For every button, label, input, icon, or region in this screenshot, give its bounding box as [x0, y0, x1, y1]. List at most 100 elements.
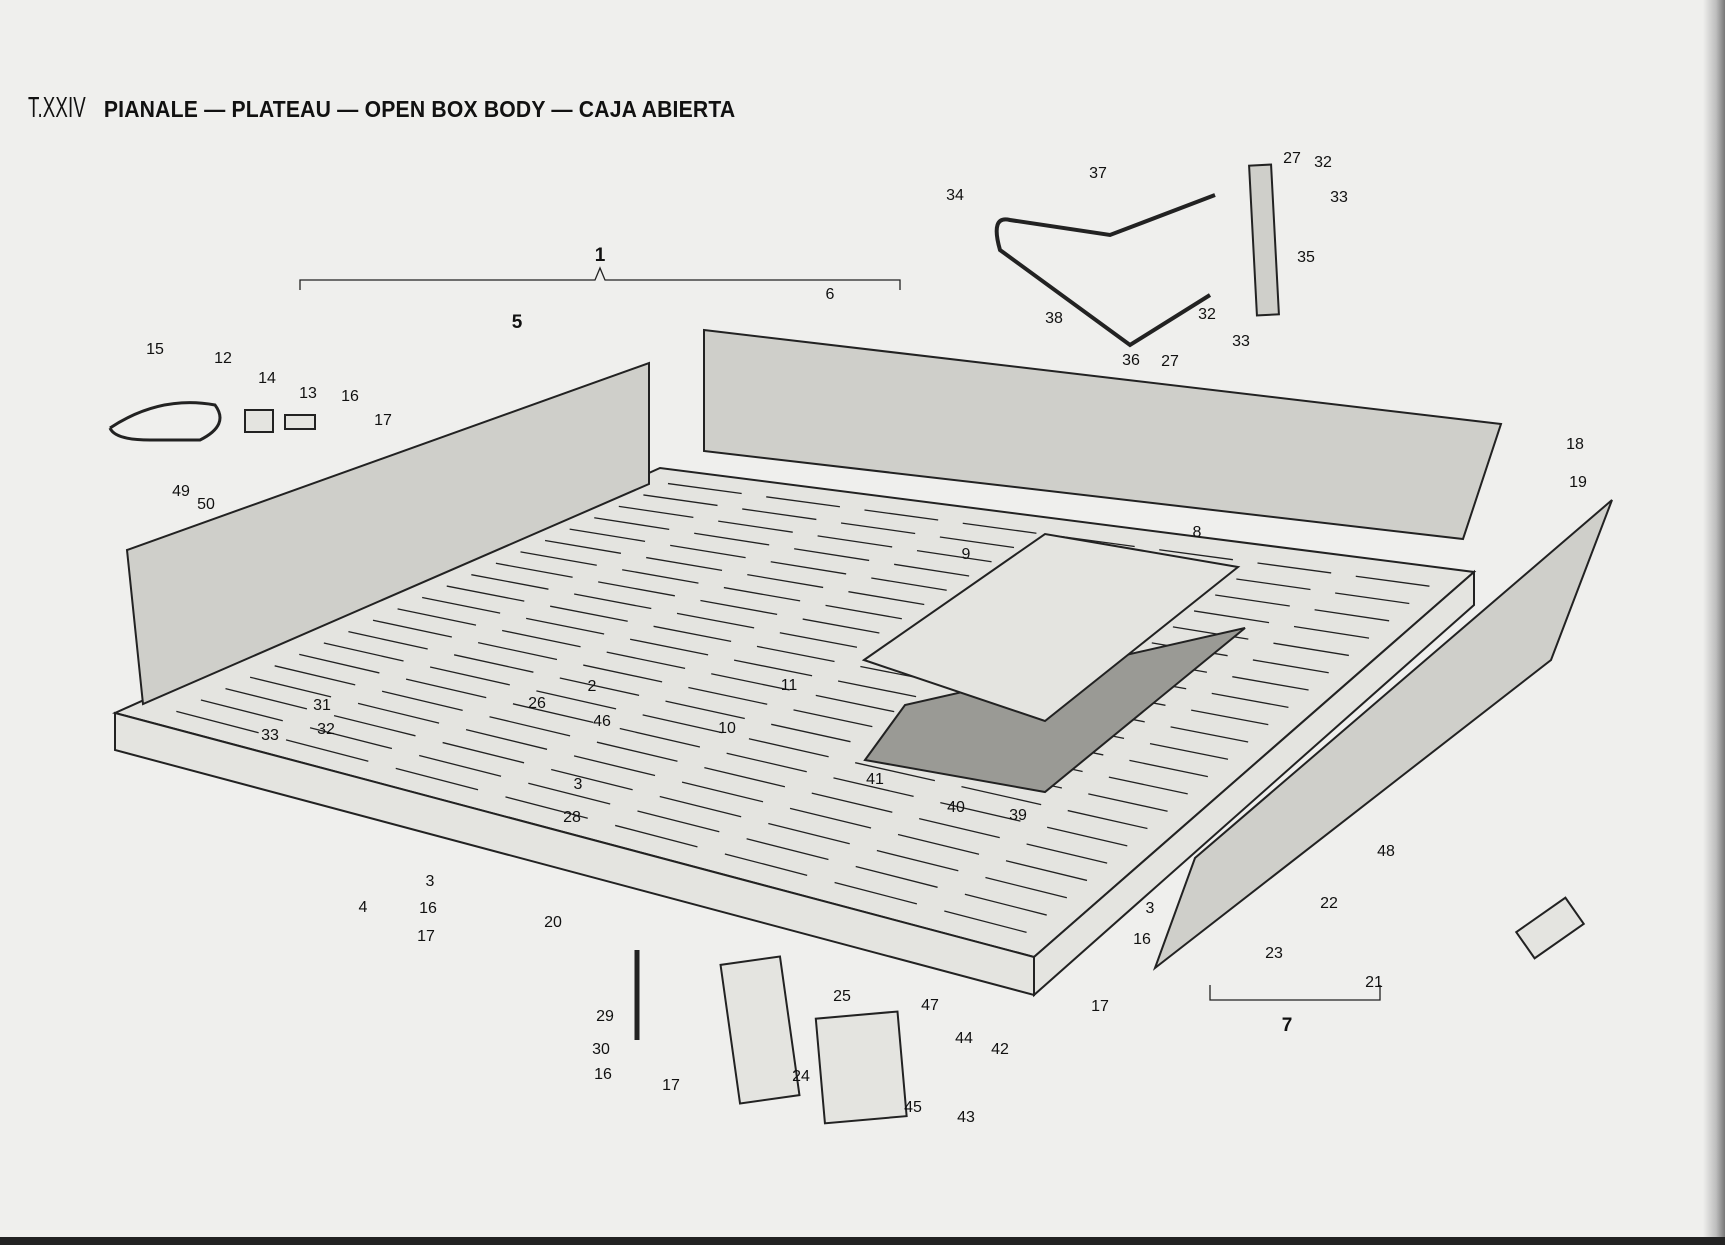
floor-slat	[637, 810, 720, 833]
floor-slat	[789, 807, 872, 829]
floor-right-edge	[1033, 569, 1475, 998]
callout-17: 17	[662, 1077, 680, 1094]
callout-4: 4	[359, 899, 368, 916]
floor-slat	[700, 599, 778, 616]
callout-48: 48	[1377, 843, 1395, 860]
page-edge-bottom	[0, 1237, 1725, 1245]
floor-slat	[550, 605, 628, 622]
callout-12: 12	[214, 350, 232, 367]
callout-1: 1	[595, 245, 606, 266]
callout-35: 35	[1297, 249, 1315, 266]
strip-35	[1248, 163, 1280, 317]
floor-slat	[802, 618, 880, 634]
floor-slat	[574, 593, 652, 610]
floor-slat	[453, 654, 534, 673]
callout-3: 3	[426, 873, 435, 890]
floor-slat	[768, 822, 850, 845]
floor-slat	[670, 544, 746, 559]
floor-slat	[766, 496, 841, 508]
callout-45: 45	[904, 1099, 922, 1116]
floor-slat	[1172, 626, 1249, 640]
floor-slat	[619, 727, 701, 748]
floor-slat	[442, 741, 525, 764]
floor-slat	[1211, 692, 1289, 708]
callout-39: 39	[1009, 807, 1027, 824]
callout-3: 3	[1146, 900, 1155, 917]
floor-slat	[429, 666, 510, 686]
floor-slat	[848, 591, 925, 606]
floor-slat	[681, 781, 764, 803]
floor-slat	[285, 739, 369, 762]
callout-43: 43	[957, 1109, 975, 1126]
floor-slat	[1005, 860, 1088, 882]
floor-slat	[528, 782, 611, 805]
floor-slat	[659, 795, 742, 818]
callout-32: 32	[317, 721, 335, 738]
floor-slat	[274, 665, 356, 686]
floor-slat	[756, 645, 835, 663]
floor-slat	[397, 608, 477, 626]
floor-slat	[348, 630, 428, 650]
floor-slat	[1273, 642, 1349, 657]
floor-slat	[964, 893, 1047, 916]
floor-slat	[919, 817, 1000, 839]
floor-slat	[748, 738, 829, 758]
mudflap-bracket-24	[719, 955, 801, 1105]
floor-slat	[225, 687, 308, 710]
right-side-panel	[1152, 499, 1613, 971]
floor-slat	[629, 638, 709, 656]
floor-slat	[833, 777, 914, 798]
floor-slat	[1026, 843, 1108, 864]
floor-slat	[1170, 726, 1249, 743]
floor-slat	[733, 659, 813, 677]
floor-slat	[583, 664, 663, 683]
floor-slat	[724, 853, 808, 876]
floor-slat	[333, 714, 416, 737]
callout-28: 28	[563, 809, 581, 826]
floor-slat	[871, 577, 947, 591]
floor-slat	[606, 651, 686, 670]
callout-5: 5	[512, 312, 523, 333]
hook-12	[108, 401, 222, 442]
floor-slat	[596, 741, 678, 762]
callout-42: 42	[991, 1041, 1009, 1058]
callout-16: 16	[1133, 931, 1151, 948]
floor-slat	[815, 694, 895, 713]
floor-slat	[1149, 742, 1229, 760]
callout-41: 41	[866, 771, 884, 788]
floor-slat	[323, 642, 404, 662]
floor-slat	[622, 569, 699, 584]
floor-slat	[864, 509, 939, 521]
floor-slat	[894, 563, 970, 577]
floor-slat	[512, 703, 594, 723]
floor-slat	[1355, 575, 1430, 587]
callout-11: 11	[781, 677, 798, 694]
callout-7: 7	[1282, 1015, 1293, 1036]
floor-slat	[176, 710, 259, 734]
floor-slat	[837, 680, 917, 698]
callout-17: 17	[374, 412, 392, 429]
floor-slat	[551, 768, 633, 791]
floor-slat	[855, 865, 938, 888]
floor-slat	[747, 573, 824, 589]
callout-8: 8	[1193, 524, 1202, 541]
callout-9: 9	[962, 546, 971, 563]
callout-33: 33	[1232, 333, 1250, 350]
floor-slat	[897, 833, 980, 855]
floor-slat	[961, 785, 1042, 806]
floor-slat	[793, 709, 873, 728]
floor-slat	[1257, 562, 1332, 574]
floor-slat	[495, 562, 573, 578]
floor-slat	[598, 581, 675, 597]
floor-slat	[944, 910, 1027, 934]
floor-slat	[536, 690, 617, 710]
pin-13	[284, 414, 316, 430]
callout-46: 46	[593, 713, 611, 730]
floor-slat	[419, 754, 502, 777]
floor-slat	[559, 677, 640, 696]
floor-slat	[249, 676, 332, 698]
floor-slat	[405, 678, 487, 699]
floor-slat	[834, 881, 918, 905]
callout-23: 23	[1265, 945, 1283, 962]
